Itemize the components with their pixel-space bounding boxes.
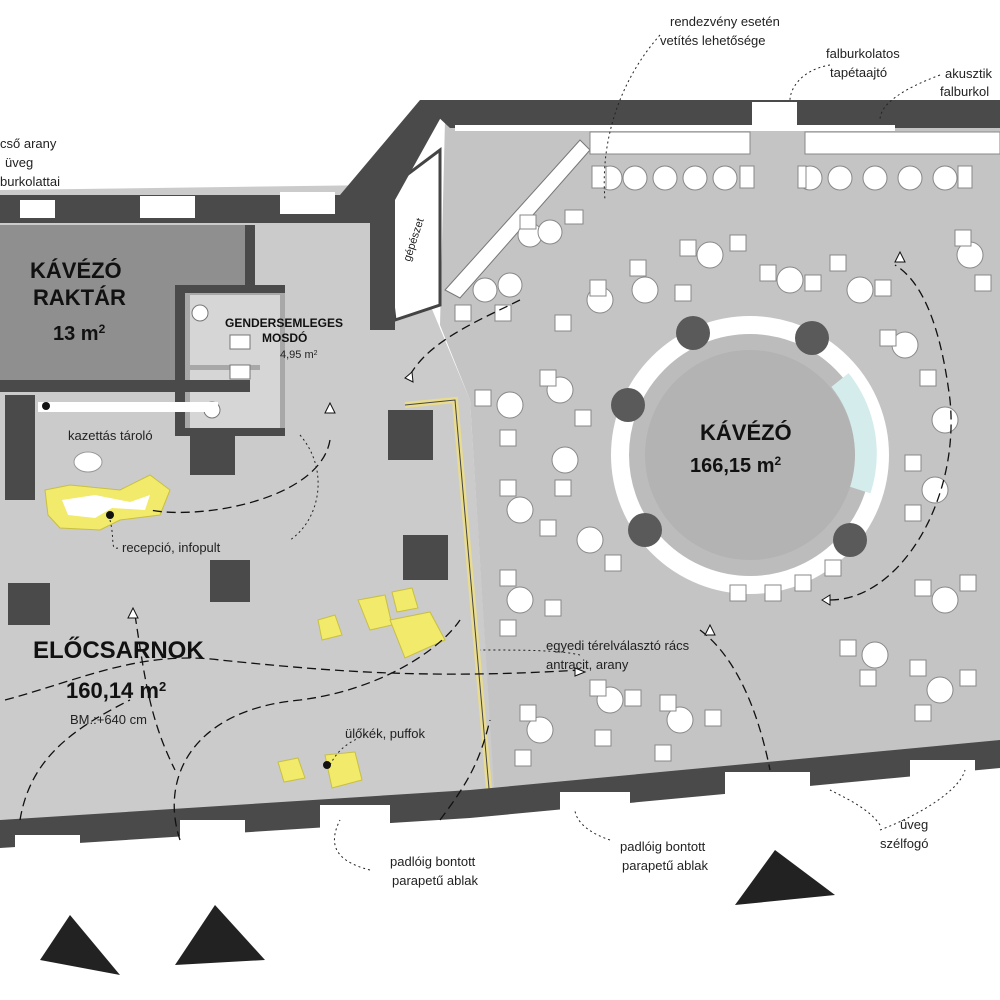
- note-acoustic-1: akusztik: [945, 66, 992, 81]
- restroom-title-1: GENDERSEMLEGES: [225, 316, 343, 330]
- window-top-1: [20, 200, 55, 218]
- note-wall-door-1: falburkolatos: [826, 46, 900, 61]
- cafe-chairs: [454, 165, 992, 767]
- cafe-bar-accent: [831, 373, 877, 494]
- cafe-area: 166,15 m2: [690, 454, 782, 477]
- entrance-arrow-2: [175, 905, 265, 965]
- note-divider-1: egyedi térelválasztó rács: [546, 638, 690, 653]
- restroom-area: 4,95 m2: [280, 349, 318, 361]
- window-bottom-4: [560, 792, 630, 820]
- toilet-1: [191, 304, 209, 322]
- pillar-lobby-2: [8, 583, 50, 625]
- wall-bottom: [0, 740, 1000, 848]
- wall-cladding: [455, 125, 895, 131]
- note-reception: recepció, infopult: [122, 540, 221, 555]
- sink-1: [229, 334, 251, 350]
- window-top-3: [280, 192, 335, 214]
- lobby-level: BM.:+640 cm: [70, 712, 147, 727]
- wall-diagonal: [340, 100, 445, 330]
- leader-lines: [109, 34, 966, 871]
- circulation-paths: [4, 264, 952, 841]
- window-bottom-1: [15, 835, 80, 863]
- note-divider-2: antracit, arany: [546, 657, 629, 672]
- sink-2: [229, 364, 251, 380]
- pillar-restroom: [190, 430, 235, 475]
- restroom-corridor: [260, 295, 280, 430]
- note-windows-left-2: parapetű ablak: [392, 873, 479, 888]
- restroom-wall-left: [175, 285, 185, 435]
- note-seating: ülőkék, puffok: [345, 726, 425, 741]
- column-1: [676, 316, 710, 350]
- seating-poufs: [277, 587, 446, 789]
- restroom-wall-top: [175, 285, 285, 293]
- entrance-arrow-3: [735, 850, 835, 905]
- cafe-bar-ring: [611, 316, 889, 594]
- reception-chair: [73, 451, 103, 473]
- note-cassette: kazettás tároló: [68, 428, 153, 443]
- note-top-left-3: burkolattai: [0, 174, 60, 189]
- cafe-tables: [472, 165, 984, 744]
- column-3: [611, 388, 645, 422]
- bench-top-right: [804, 131, 1000, 155]
- note-windows-right-2: parapetű ablak: [622, 858, 709, 873]
- storage-title-1: KÁVÉZÓ: [30, 258, 122, 283]
- pillar-left: [5, 395, 35, 500]
- note-windbreak-2: szélfogó: [880, 836, 928, 851]
- window-top-2: [140, 196, 195, 218]
- note-top-left-1: cső arany: [0, 136, 57, 151]
- storage-wall-right: [245, 225, 255, 290]
- annotation-dots: [42, 402, 331, 769]
- window-bottom-3: [320, 805, 390, 833]
- lobby-area: 160,14 m2: [66, 678, 166, 703]
- note-top-left-2: üveg: [5, 155, 33, 170]
- window-bottom-2: [180, 820, 245, 848]
- window-bottom-6: [910, 760, 975, 788]
- reception-desk-inner: [62, 495, 150, 518]
- wall-top-right: [420, 100, 1000, 128]
- lobby-title: ELŐCSARNOK: [33, 636, 204, 664]
- note-windows-left-1: padlóig bontott: [390, 854, 476, 869]
- storage-title-2: RAKTÁR: [33, 285, 126, 310]
- pillar-mid-1: [388, 410, 433, 460]
- restroom-title-2: MOSDÓ: [262, 330, 307, 345]
- wall-door: [752, 102, 797, 126]
- path-arrows: [127, 250, 906, 677]
- window-bottom-5: [725, 772, 810, 800]
- column-4: [628, 513, 662, 547]
- cafe-title: KÁVÉZÓ: [700, 420, 792, 445]
- cassette-storage: [38, 402, 218, 412]
- note-projection-2: vetítés lehetősége: [660, 33, 766, 48]
- note-acoustic-2: falburkol: [940, 84, 989, 99]
- note-windbreak-1: üveg: [900, 817, 928, 832]
- storage-area: 13 m2: [53, 322, 106, 345]
- cafe-inner: [645, 350, 855, 560]
- column-2: [795, 321, 829, 355]
- bench-top-left: [589, 131, 751, 155]
- storage-wall-bottom: [0, 380, 250, 392]
- note-projection-1: rendezvény esetén: [670, 14, 780, 29]
- pillar-lobby-1: [210, 560, 250, 602]
- column-5: [833, 523, 867, 557]
- entrance-arrow-1: [40, 915, 120, 975]
- pillar-mid-2: [403, 535, 448, 580]
- note-windows-right-1: padlóig bontott: [620, 839, 706, 854]
- note-wall-door-2: tapétaajtó: [830, 65, 887, 80]
